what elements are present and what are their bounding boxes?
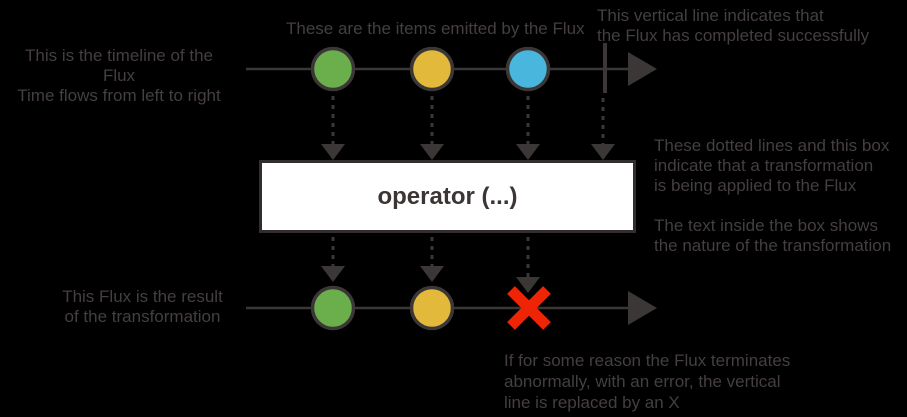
dashed-arrowhead-bottom-1-icon (321, 266, 345, 282)
dashed-arrowhead-top-1-icon (321, 144, 345, 160)
marble-yellow-top-icon (409, 46, 455, 92)
annotation-result-flux: This Flux is the result of the transform… (62, 287, 223, 326)
dashed-arrowhead-top-3-icon (516, 144, 540, 160)
dashed-arrowhead-top-2-icon (420, 144, 444, 160)
annotation-timeline-intro: This is the timeline of the Flux Time fl… (17, 46, 221, 105)
marble-yellow-bottom-icon (409, 285, 455, 331)
annotation-transformation: These dotted lines and this box indicate… (654, 136, 890, 195)
annotation-box-text: The text inside the box shows the nature… (654, 216, 892, 255)
dashed-arrowhead-bottom-2-icon (420, 266, 444, 282)
operator-box: operator (...) (259, 160, 636, 233)
annotation-error-x: If for some reason the Flux terminates a… (504, 351, 791, 412)
annotation-items-emitted: These are the items emitted by the Flux (286, 19, 585, 38)
error-x-icon (507, 286, 551, 330)
marble-blue-top-icon (505, 46, 551, 92)
operator-box-label: operator (...) (377, 182, 518, 210)
bottom-timeline-arrowhead-icon (628, 291, 657, 325)
marble-green-bottom-icon (310, 285, 356, 331)
dashed-arrowhead-top-4-icon (591, 144, 615, 160)
dashed-arrowhead-bottom-3-icon (516, 277, 540, 293)
marble-green-top-icon (310, 46, 356, 92)
annotation-complete-line: This vertical line indicates that the Fl… (597, 6, 870, 45)
top-timeline-arrowhead-icon (628, 52, 657, 86)
